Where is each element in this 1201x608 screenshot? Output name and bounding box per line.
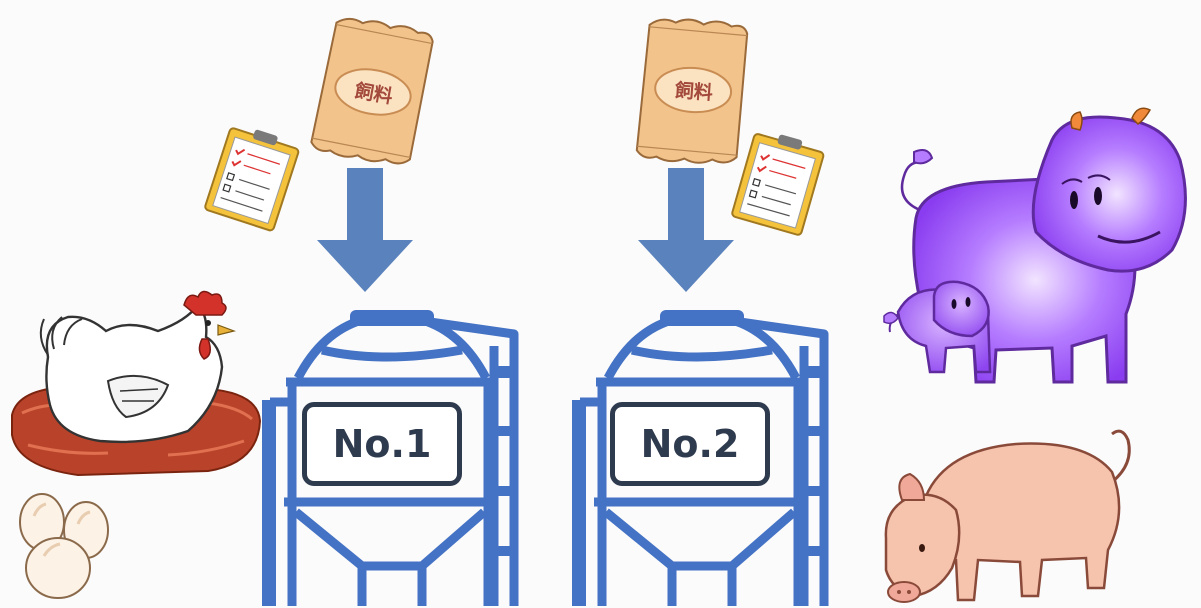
silo-number-label: No.2	[610, 402, 770, 486]
purple-cow-icon	[876, 100, 1201, 390]
silo-number-label: No.1	[302, 402, 462, 486]
eggs-icon	[14, 486, 114, 604]
cow-and-calf	[876, 100, 1201, 390]
feed-silo-2: No.2	[572, 306, 832, 608]
checklist-clipboard-1	[198, 125, 310, 233]
eggs	[14, 486, 114, 604]
checklist-clipboard-2	[724, 130, 836, 238]
pig-icon	[866, 420, 1142, 608]
checklist-clipboard-icon	[724, 130, 836, 238]
down-arrow-icon	[636, 168, 736, 294]
checklist-clipboard-icon	[198, 125, 310, 233]
chicken-on-nest	[8, 285, 266, 485]
chicken-icon	[8, 285, 266, 485]
down-arrow-icon	[315, 168, 415, 294]
pig	[866, 420, 1142, 608]
feed-bag-label: 飼料	[664, 74, 724, 106]
down-arrow-2	[636, 168, 736, 294]
down-arrow-1	[315, 168, 415, 294]
feed-bag-1: 飼料	[307, 12, 439, 172]
feed-silo-1: No.1	[262, 306, 522, 608]
